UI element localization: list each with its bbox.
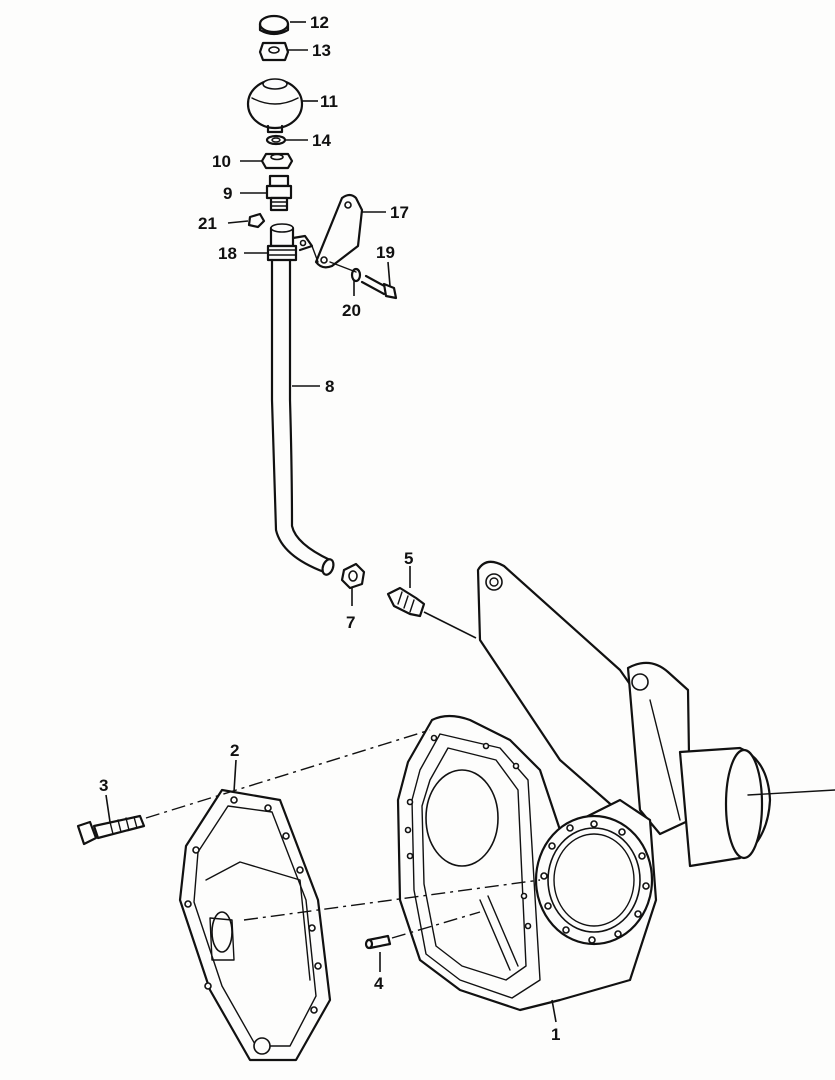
callout-12: 12	[310, 13, 329, 32]
callout-17: 17	[390, 203, 409, 222]
callout-19: 19	[376, 243, 395, 262]
part-12-cap	[258, 14, 290, 36]
part-19-bolt	[329, 261, 398, 300]
callout-10: 10	[212, 152, 231, 171]
callout-1: 1	[551, 1025, 560, 1044]
callout-labels: 12 13 11 14 10 9 21 18 17 19 20 8 5 7 3 …	[99, 13, 560, 1044]
part-9-fitting	[265, 174, 293, 212]
callout-9: 9	[223, 184, 232, 203]
part-21-small-nut	[247, 212, 266, 229]
part-3-bolt	[76, 814, 146, 846]
callout-14: 14	[312, 131, 331, 150]
part-5-fitting	[386, 586, 477, 639]
part-2-cover	[178, 788, 332, 1062]
part-1-housing	[396, 560, 835, 1012]
callout-5: 5	[404, 549, 413, 568]
callout-21: 21	[198, 214, 217, 233]
callout-2: 2	[230, 741, 239, 760]
part-20-washer	[350, 267, 362, 283]
callout-13: 13	[312, 41, 331, 60]
callout-11: 11	[320, 92, 338, 111]
part-14-washer	[265, 134, 287, 146]
part-7-nut	[340, 562, 366, 590]
part-13-nut	[258, 41, 290, 62]
leader-lines	[105, 21, 557, 1023]
callout-18: 18	[218, 244, 237, 263]
part-17-bracket	[311, 193, 364, 269]
part-8-shift-rod	[270, 258, 335, 576]
part-10-jam-nut	[260, 152, 294, 170]
callout-3: 3	[99, 776, 108, 795]
callout-8: 8	[325, 377, 334, 396]
part-18-clamp	[266, 223, 314, 262]
callout-4: 4	[374, 974, 384, 993]
part-11-knob	[246, 78, 304, 134]
callout-20: 20	[342, 301, 361, 320]
part-4-dowel-pin	[364, 934, 392, 950]
callout-7: 7	[346, 613, 355, 632]
assembly-centerlines	[145, 729, 541, 939]
